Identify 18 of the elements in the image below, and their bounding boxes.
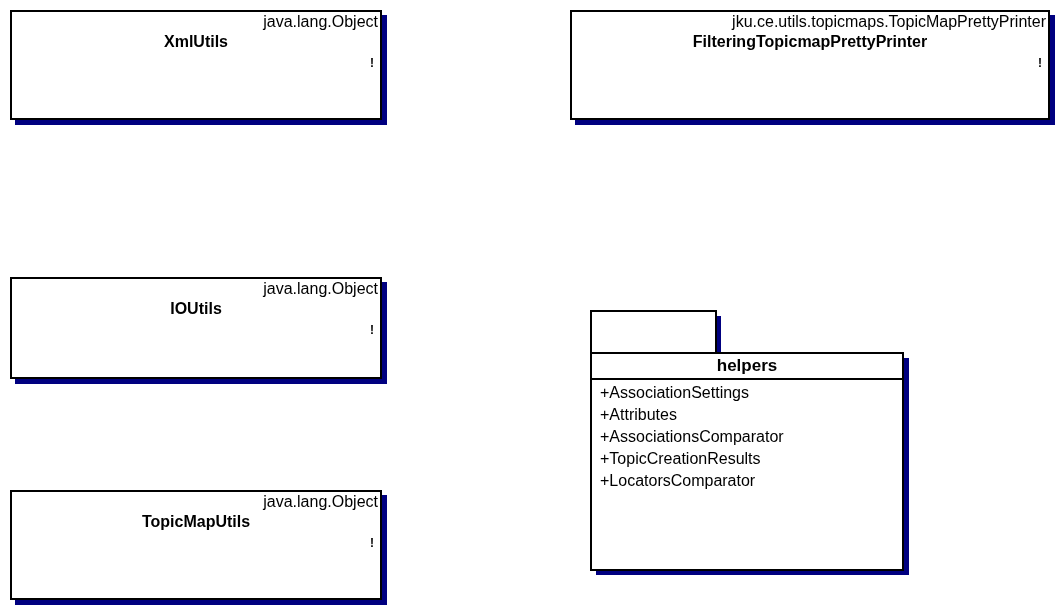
member-name: +AssociationsComparator (600, 427, 785, 447)
superclass-name: java.lang.Object (263, 492, 379, 512)
stereotype-mark: ! (370, 536, 375, 550)
member-name: +TopicCreationResults (600, 449, 762, 469)
class-name: XmlUtils (164, 32, 228, 52)
package-name: helpers (590, 354, 904, 380)
superclass-name: jku.ce.utils.topicmaps.TopicMapPrettyPrinter (732, 12, 1047, 32)
class-name: TopicMapUtils (141, 512, 251, 532)
stereotype-mark: ! (370, 323, 375, 337)
member-name: +AssociationSettings (600, 383, 750, 403)
member-name: +LocatorsComparator (600, 471, 757, 491)
stereotype-mark: ! (370, 56, 375, 70)
class-name: IOUtils (170, 299, 222, 319)
superclass-name: java.lang.Object (263, 279, 379, 299)
member-name: +Attributes (600, 405, 678, 425)
stereotype-mark: ! (1038, 56, 1043, 70)
class-name: FilteringTopicmapPrettyPrinter (692, 32, 928, 52)
superclass-name: java.lang.Object (263, 12, 379, 32)
